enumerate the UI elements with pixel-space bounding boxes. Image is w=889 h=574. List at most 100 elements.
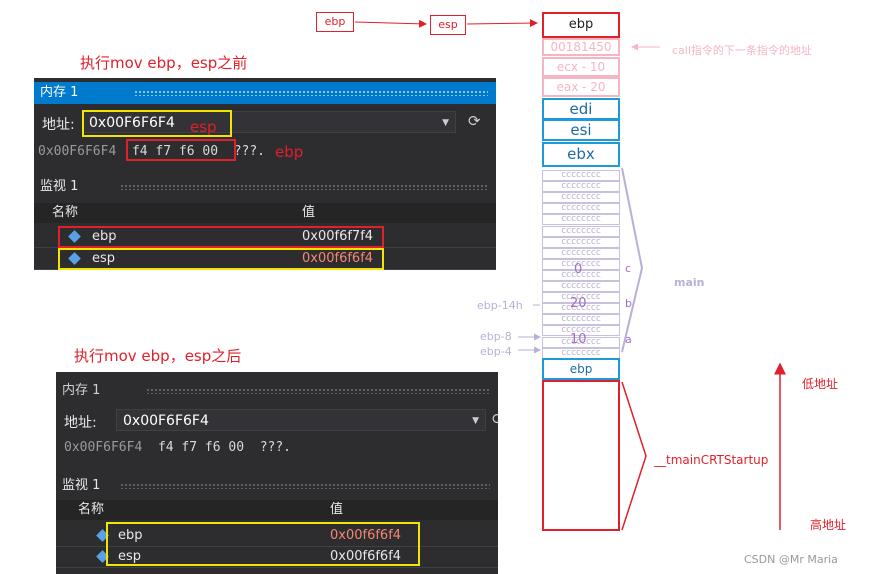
highlight-address-yellow <box>82 110 232 137</box>
watch-tab-before[interactable]: 监视 1 <box>34 176 496 198</box>
tab-grip <box>146 388 490 394</box>
address-value: 0x00F6F6F4 <box>89 115 175 131</box>
watch-tab-label: 监视 1 <box>62 478 101 493</box>
stack-val-c: 0 <box>574 262 583 277</box>
stack-cc-cell: cccccccc <box>542 225 620 237</box>
address-input-after[interactable]: 0x00F6F6F4 ▼ <box>116 409 486 431</box>
tab-grip <box>134 90 488 96</box>
ebp-8-label: ebp-8 <box>480 330 512 343</box>
row-bytes: f4 f7 f6 00 <box>157 440 245 455</box>
stack-cc-cell: cccccccc <box>542 247 620 259</box>
memory-tab-label: 内存 1 <box>62 383 101 398</box>
stack-esi: esi <box>542 119 620 141</box>
address-label: 地址: <box>64 415 97 431</box>
var-value: 0x00f6f6f4 <box>302 251 374 266</box>
watch-grip <box>120 184 488 190</box>
row-address: 0x00F6F6F4 <box>38 144 117 159</box>
chevron-down-icon[interactable]: ▼ <box>442 118 449 128</box>
stack-cc-cell: cccccccc <box>542 236 620 248</box>
var-name: esp <box>118 549 142 564</box>
frame-main-label: main <box>674 276 705 289</box>
stack-var-c: c <box>625 262 632 275</box>
stack-cc-cell: cccccccc <box>542 314 620 326</box>
ebp-top-label: ebp <box>316 12 354 32</box>
watch-header-after: 名称 值 <box>56 500 498 520</box>
arrow-esp-to-stack <box>466 19 538 28</box>
var-name: ebp <box>118 528 143 543</box>
ebp-overlay-label: ebp <box>275 143 304 161</box>
stack-val-a: 10 <box>570 332 587 347</box>
stack-cc-cell: cccccccc <box>542 214 620 226</box>
main-bracket <box>621 167 644 353</box>
col-value: 值 <box>330 502 344 517</box>
stack-cc-cell: cccccccc <box>542 203 620 215</box>
address-row-after: 地址: 0x00F6F6F4 ▼ ⟳ <box>56 408 498 436</box>
stack-ebp-bottom: ebp <box>542 358 620 380</box>
stack-cc-cell: cccccccc <box>542 336 620 348</box>
stack-edi: edi <box>542 98 620 120</box>
var-name: ebp <box>92 229 117 244</box>
ebp-14h-label: ebp-14h <box>477 299 523 312</box>
memory-row-after: 0x00F6F6F4 f4 f7 f6 00 ???. <box>64 440 291 455</box>
col-name: 名称 <box>78 502 105 517</box>
high-address-label: 高地址 <box>810 518 847 532</box>
stack-cc-cell: cccccccc <box>542 292 620 304</box>
var-name: esp <box>92 251 116 266</box>
stack-cc-cell: cccccccc <box>542 192 620 204</box>
vs-panel-before: 内存 1 地址: 0x00F6F6F4 ▼ ⟳ 0x00F6F6F4 f4 f7… <box>34 78 496 270</box>
stack-ebp-top: ebp <box>542 12 620 38</box>
highlight-esp-row-yellow <box>58 248 384 270</box>
stack-cc-cell: cccccccc <box>542 181 620 193</box>
vs-panel-after: 内存 1 地址: 0x00F6F6F4 ▼ ⟳ 0x00F6F6F4 f4 f7… <box>56 372 498 574</box>
watch-row-ebp-after[interactable]: ebp 0x00f6f6f4 <box>56 526 498 547</box>
stack-cc-cell: cccccccc <box>542 258 620 270</box>
var-value: 0x00f6f6f4 <box>330 528 402 543</box>
watch-header-before: 名称 值 <box>34 203 496 223</box>
highlight-after-rows-yellow <box>106 522 420 566</box>
refresh-icon[interactable]: ⟳ <box>468 112 481 130</box>
address-input-before[interactable]: 0x00F6F6F4 ▼ <box>82 111 456 133</box>
memory-tab-label: 内存 1 <box>40 85 79 100</box>
arrow-ebp-to-esp <box>354 19 427 28</box>
var-value: 0x00f6f7f4 <box>302 229 374 244</box>
highlight-ebp-row-red <box>58 226 384 248</box>
caption-before: 执行mov ebp，esp之前 <box>80 54 248 72</box>
chevron-down-icon[interactable]: ▼ <box>472 416 479 426</box>
stack-eax: eax - 20 <box>542 77 620 97</box>
row-address: 0x00F6F6F4 <box>64 440 143 455</box>
esp-overlay-label: esp <box>190 118 217 136</box>
ret-addr-note: call指令的下一条指令的地址 <box>672 44 812 57</box>
row-bytes: f4 f7 f6 00 <box>131 144 219 159</box>
stack-ret-addr: 00181450 <box>542 38 620 56</box>
row-ascii: ???. <box>233 144 265 159</box>
stack-ecx: ecx - 10 <box>542 57 620 77</box>
stack-startup-frame <box>542 380 620 531</box>
refresh-icon[interactable]: ⟳ <box>492 410 498 428</box>
address-value: 0x00F6F6F4 <box>123 413 209 429</box>
watch-row-esp-after[interactable]: esp 0x00f6f6f4 <box>56 547 498 568</box>
address-label: 地址: <box>42 117 75 133</box>
stack-cc-cell: cccccccc <box>542 325 620 337</box>
stack-cc-cell: cccccccc <box>542 281 620 292</box>
watermark: CSDN @Mr Maria <box>744 553 838 566</box>
stack-cc-cell: cccccccc <box>542 269 620 281</box>
highlight-bytes-red <box>126 139 236 161</box>
address-row-before: 地址: 0x00F6F6F4 ▼ ⟳ <box>34 110 496 138</box>
watch-tab-after[interactable]: 监视 1 <box>56 475 498 497</box>
memory-row-before: 0x00F6F6F4 f4 f7 f6 00 ???. <box>38 144 265 159</box>
stack-var-a: a <box>625 333 632 346</box>
ebp-4-label: ebp-4 <box>480 345 512 358</box>
stack-cc-cell: cccccccc <box>542 347 620 359</box>
watch-grip <box>120 483 490 489</box>
esp-top-label: esp <box>430 15 466 35</box>
col-value: 值 <box>302 205 316 220</box>
stack-cc-cell: cccccccc <box>542 170 620 181</box>
stack-cc-cell: cccccccc <box>542 303 620 315</box>
var-value: 0x00f6f6f4 <box>330 549 402 564</box>
stack-ebx: ebx <box>542 142 620 167</box>
watch-tab-label: 监视 1 <box>40 179 79 194</box>
low-address-label: 低地址 <box>802 377 839 391</box>
stack-val-b: 20 <box>570 296 587 311</box>
frame-startup-label: __tmainCRTStartup <box>654 453 769 467</box>
